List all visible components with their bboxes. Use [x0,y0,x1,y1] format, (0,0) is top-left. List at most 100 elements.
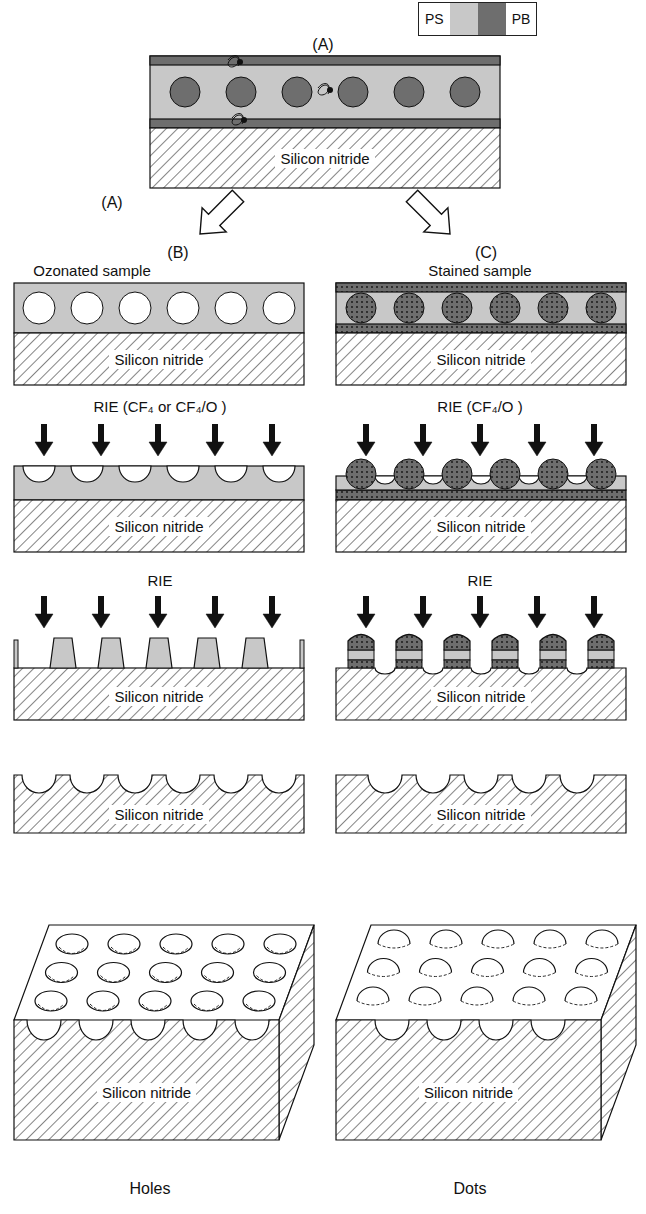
pillar-mask [540,650,566,660]
pillar-mask [492,650,518,660]
opened-hole [119,466,151,482]
hole-depth [163,947,189,954]
dot-base [357,1001,389,1005]
pb-cylinder [450,77,480,107]
pillar-mask [50,638,76,668]
hole-depth [215,947,241,954]
empty-cylinder [23,292,55,324]
material-label: Silicon nitride [109,350,208,369]
hole [212,934,244,954]
pillar-cap [348,635,374,651]
etch-arrow-head [585,442,603,456]
dot [472,959,504,973]
etch-arrow-head [263,614,281,628]
hole [160,934,192,954]
hole [56,934,88,954]
etch-arrow-head [357,442,375,456]
dot [586,930,618,944]
pb-cylinder [282,77,312,107]
hole-depth [38,1004,64,1011]
etch-step-label: RIE [467,572,492,589]
block-top [14,925,314,1020]
dot [357,987,389,1001]
dot-base [534,944,566,948]
dot-base [409,1001,441,1005]
stained-cylinder [346,459,376,489]
material-label: Silicon nitride [109,805,208,824]
etch-arrow [420,596,426,616]
opened-hole [23,466,55,482]
sample-label: Stained sample [428,262,531,279]
etch-arrow [41,596,47,616]
etch-arrow-head [263,442,281,456]
substrate-box: Silicon nitride [14,1045,279,1140]
substrate [336,500,626,552]
etched-scoop [423,476,443,484]
hole-depth [194,1004,220,1011]
empty-cylinder [263,292,295,324]
dot [565,987,597,1001]
stained-cylinder [586,293,616,323]
opened-hole [263,466,295,482]
hole [243,991,275,1011]
substrate [336,333,626,385]
substrate [150,128,500,188]
dot [409,987,441,1001]
hole [202,963,234,983]
material-label: Silicon nitride [109,687,208,706]
dot-base [513,1001,545,1005]
sample-label: Ozonated sample [33,262,151,279]
process-arrow [200,190,244,234]
empty-cylinder [71,292,103,324]
etch-arrow-head [528,614,546,628]
etch-arrow [155,424,161,444]
material-label: Silicon nitride [431,805,530,824]
etch-arrow [98,424,104,444]
result-label: Dots [454,1180,487,1198]
block-top [336,925,636,1020]
pillar-mask [194,638,220,668]
etched-scoop [567,476,587,484]
hole [191,991,223,1011]
hole [98,963,130,983]
patterned-substrate [336,775,626,833]
etch-arrow [98,596,104,616]
etched-film [14,466,304,500]
dot-base [368,973,400,977]
etch-arrow [534,596,540,616]
material-label: Silicon nitride [109,517,208,536]
etch-step-label: RIE (CF₄ or CF₄/O ) [93,398,226,415]
pillar-mask [492,660,518,668]
substrate [14,500,304,552]
legend-box: PSPB [418,2,537,36]
substrate-box: Silicon nitride [336,795,626,833]
hole [35,991,67,1011]
hole [87,991,119,1011]
patterned-substrate [14,775,304,833]
etch-arrow-head [206,614,224,628]
hole [150,963,182,983]
dot-base [524,973,556,977]
opened-hole [215,466,247,482]
etch-arrow [534,424,540,444]
hole-depth [205,976,231,983]
substrate [14,333,304,385]
hole-depth [101,976,127,983]
etch-arrow-head [414,442,432,456]
dot [368,959,400,973]
pillar-mask [396,650,422,660]
block-front [336,1020,601,1140]
hole-depth [267,947,293,954]
etch-arrow [212,424,218,444]
pb-cylinder [394,77,424,107]
substrate-box: Silicon nitride [14,672,304,720]
pillar-cap [492,635,518,651]
hole [254,963,286,983]
legend-swatch [450,3,478,35]
material-label: Silicon nitride [431,687,530,706]
panel-letter: (C) [475,244,497,262]
result-label: Holes [130,1180,171,1198]
etch-arrow-head [206,442,224,456]
etch-arrow [212,596,218,616]
etched-scoop [519,476,539,484]
